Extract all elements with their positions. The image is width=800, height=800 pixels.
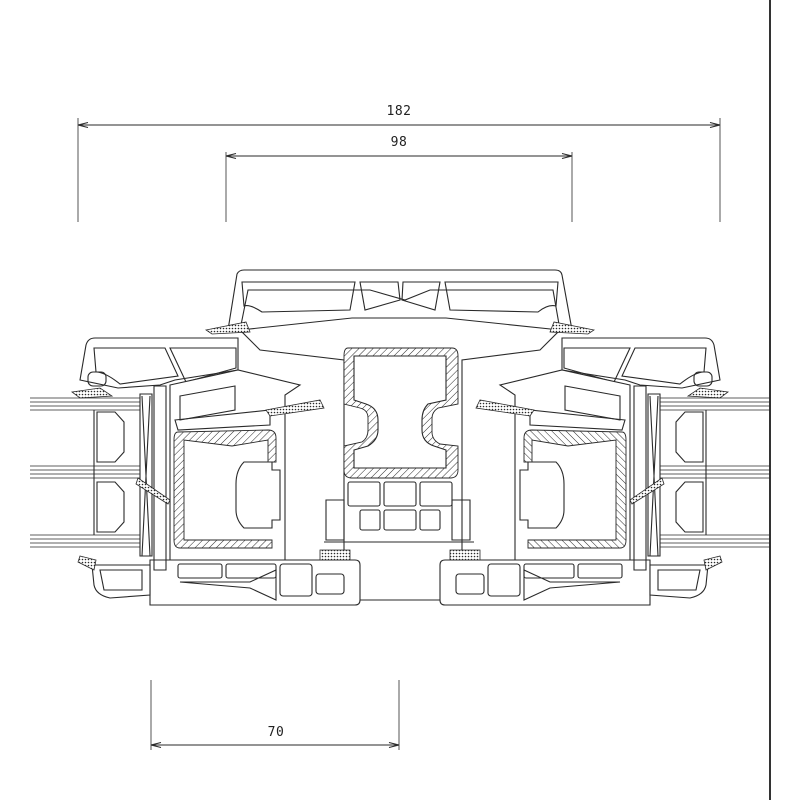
left-glazing <box>30 385 171 571</box>
dimension-label-mullion: 98 <box>390 135 408 150</box>
dimension-frame-depth <box>150 680 400 750</box>
right-sash <box>439 337 770 606</box>
dimension-label-depth: 70 <box>267 725 285 740</box>
gasket-top-left <box>204 321 251 335</box>
gasket-top-right <box>549 321 596 335</box>
left-sash <box>70 337 361 606</box>
dimension-overall <box>77 118 721 222</box>
dimension-label-overall: 182 <box>386 104 412 119</box>
dimension-mullion <box>225 152 573 222</box>
mullion-body <box>238 317 562 601</box>
